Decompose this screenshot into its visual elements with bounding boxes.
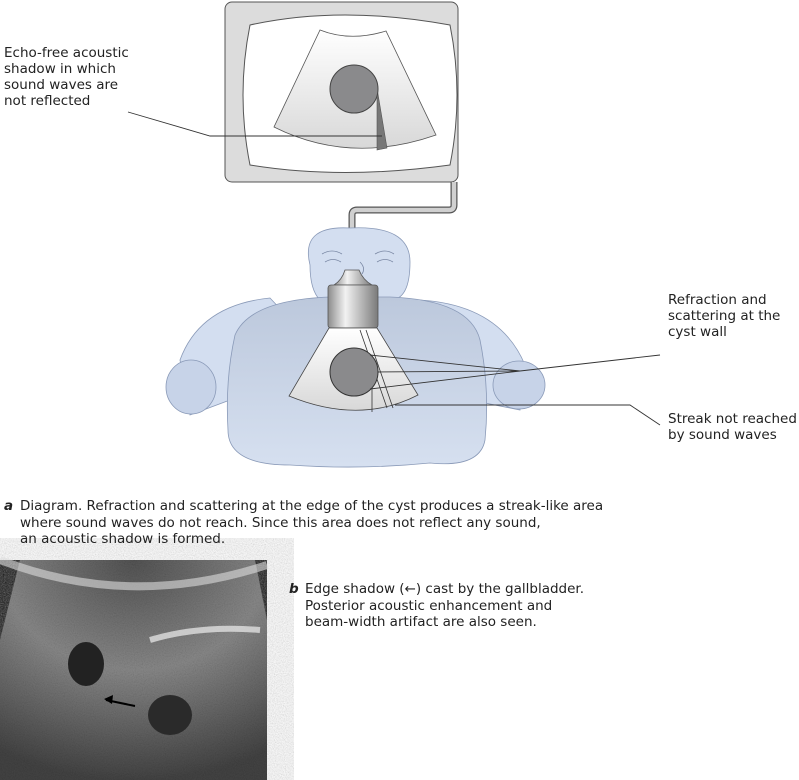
leader-refraction	[519, 354, 661, 372]
caption-line: Edge shadow (←) cast by the gallbladder.	[305, 581, 585, 597]
arrow-icon	[104, 695, 136, 707]
ultrasound-image	[0, 556, 269, 780]
caption-line: an acoustic shadow is formed.	[20, 531, 226, 547]
label-line: shadow in which	[4, 61, 116, 77]
label-line: cyst wall	[668, 324, 727, 340]
label-line: Refraction and	[668, 292, 767, 308]
label-line: not reflected	[4, 93, 91, 109]
patient-right-hand	[492, 360, 546, 410]
ultrasound-probe	[327, 269, 379, 329]
caption-letter: b	[289, 581, 299, 597]
caption-line: Posterior acoustic enhancement and	[305, 597, 553, 614]
patient-head	[308, 227, 411, 301]
label-streak: Streak not reached by sound waves	[668, 411, 797, 443]
label-line: sound waves are	[4, 77, 119, 93]
label-line: by sound waves	[668, 427, 777, 443]
caption-a: a Diagram. Refraction and scattering at …	[4, 498, 604, 548]
monitor	[224, 1, 459, 183]
label-line: Echo-free acoustic	[4, 45, 129, 61]
caption-line: Diagram. Refraction and scattering at th…	[20, 498, 604, 514]
patient-left-hand	[165, 359, 217, 415]
gallbladder	[68, 642, 104, 686]
label-acoustic-shadow: Echo-free acoustic shadow in which sound…	[4, 45, 129, 109]
caption-b: b Edge shadow (←) cast by the gallbladde…	[289, 581, 585, 631]
label-line: scattering at the	[668, 308, 781, 324]
leader-lines	[127, 111, 661, 426]
leader-shadow	[127, 111, 382, 137]
screen-cyst	[329, 64, 379, 114]
caption-line: beam-width artifact are also seen.	[305, 614, 537, 630]
label-line: Streak not reached	[668, 411, 797, 427]
leader-streak	[395, 404, 661, 426]
caption-line: where sound waves do not reach. Since th…	[20, 514, 541, 531]
patient-face-features	[321, 250, 395, 275]
caption-letter: a	[4, 498, 14, 514]
label-refraction: Refraction and scattering at the cyst wa…	[668, 292, 780, 340]
